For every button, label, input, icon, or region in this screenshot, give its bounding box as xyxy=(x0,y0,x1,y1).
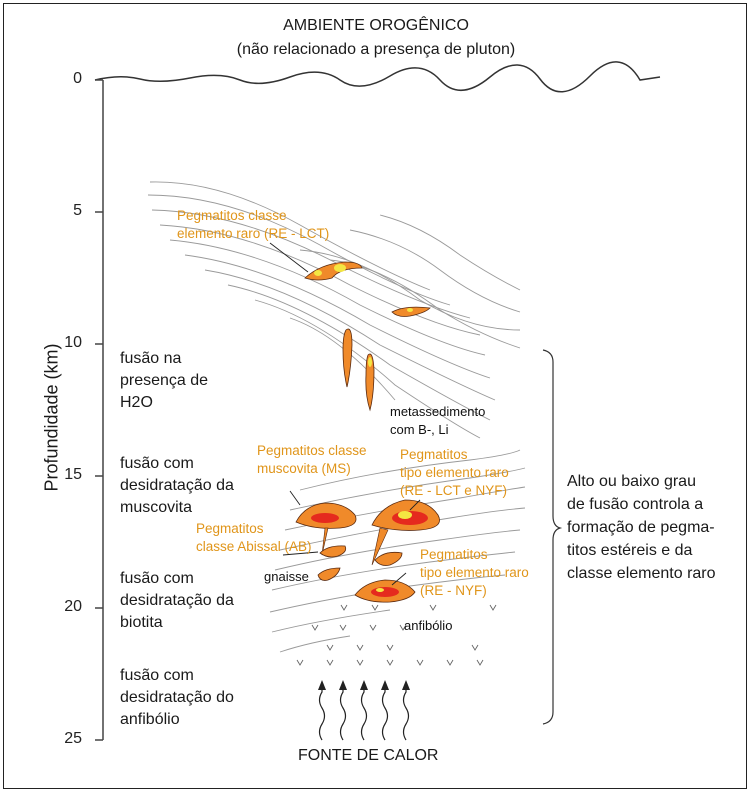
surface-line xyxy=(94,61,661,93)
tick-label: 0 xyxy=(73,70,82,87)
heat-source-label: FONTE DE CALOR xyxy=(298,747,439,764)
heat-arrowheads xyxy=(318,680,410,690)
pegmatite-body-upper-right xyxy=(391,306,431,317)
pegmatite-body-ab xyxy=(319,545,347,558)
right-bracket xyxy=(542,349,563,725)
depth-axis xyxy=(95,79,104,741)
tick-label: 5 xyxy=(73,202,82,219)
figure-frame xyxy=(3,3,747,789)
amphibolite-v-marks xyxy=(296,604,497,666)
label-gnaisse: gnaisse xyxy=(264,569,309,584)
axis-label: Profundidade (km) xyxy=(41,343,62,492)
pegmatite-body-small xyxy=(374,551,403,566)
tick-label: 25 xyxy=(64,730,82,747)
pegmatite-body-lct xyxy=(304,261,363,281)
tick-label: 15 xyxy=(64,466,82,483)
pegmatite-dike-2 xyxy=(365,353,375,412)
leader-lines xyxy=(269,242,421,586)
tick-label: 20 xyxy=(64,598,82,615)
tick-label: 10 xyxy=(64,334,82,351)
figure-title: AMBIENTE OROGÊNICO xyxy=(283,17,469,34)
pegmatite-body-lct-nyf xyxy=(371,499,440,566)
pegmatite-body-ms xyxy=(295,502,357,556)
foliation-curves-lower xyxy=(269,449,526,653)
pegmatite-body-nyf xyxy=(354,579,416,603)
figure-subtitle: (não relacionado a presença de pluton) xyxy=(236,41,516,58)
pegmatite-dike-1 xyxy=(342,328,353,388)
label-anfibolio: anfibólio xyxy=(404,618,453,633)
pegmatite-body-gnaisse xyxy=(317,567,341,581)
heat-arrows xyxy=(318,684,410,741)
